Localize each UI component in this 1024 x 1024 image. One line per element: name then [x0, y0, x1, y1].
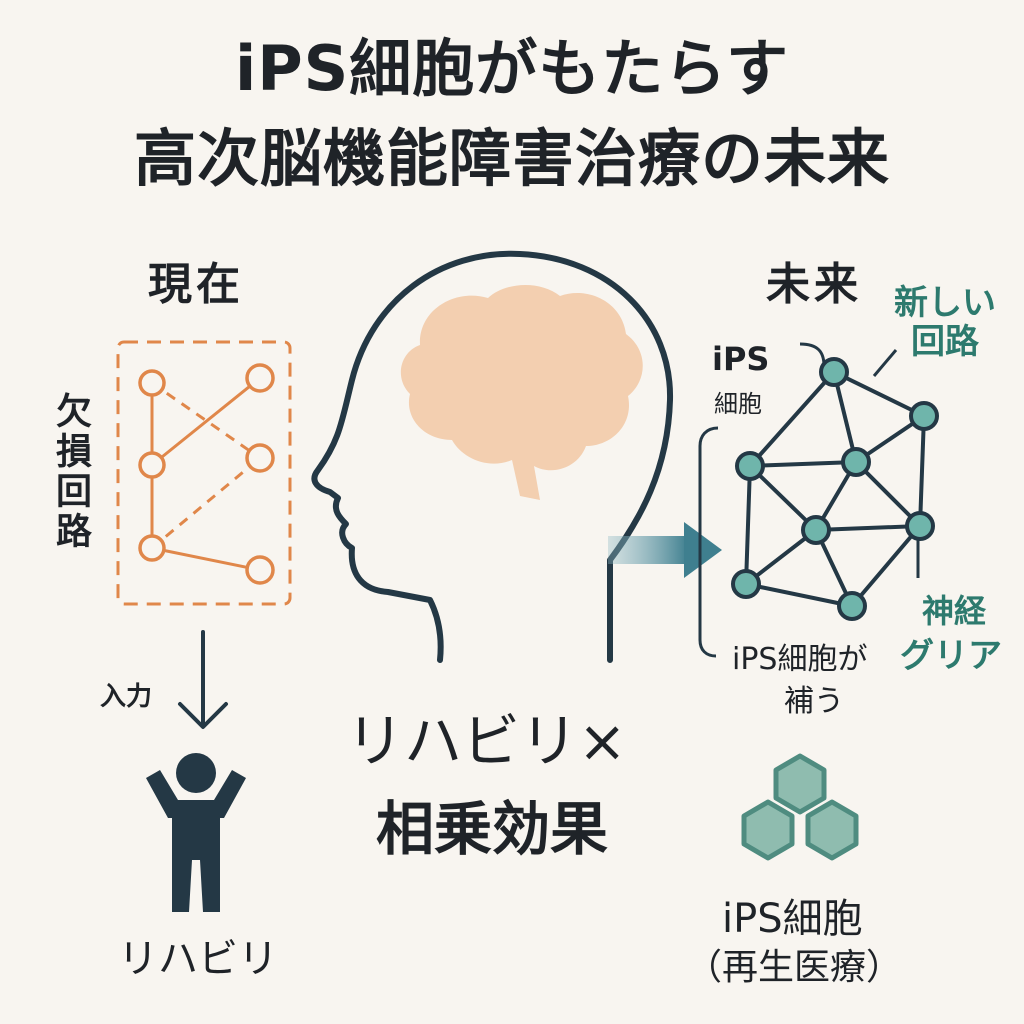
circuit-node [138, 451, 166, 479]
future-bracket [698, 426, 719, 658]
circuit-node [138, 534, 166, 562]
ips-cells-hexagon-icon [741, 753, 859, 861]
network-node [819, 357, 849, 387]
network-node [735, 451, 765, 481]
supplement-label-1: iPS細胞が [732, 642, 868, 677]
circuit-node [138, 369, 166, 397]
present-heading: 現在 [148, 259, 244, 310]
deficit-circuit-label: 欠損回路 [50, 392, 91, 552]
new-circuit-text: 新しい回路 [894, 283, 996, 363]
ips-cell-label-top: iPS [712, 340, 770, 378]
transition-arrow [608, 522, 722, 578]
circuit-node [245, 443, 275, 473]
deficit-circuit [116, 340, 292, 606]
neuro-label: 神経 [922, 592, 987, 630]
page-title-line1: iPS細胞がもたらす [234, 32, 790, 105]
future-heading: 未来 [766, 259, 862, 310]
page-title-line2: 高次脳機能障害治療の未来 [133, 122, 890, 195]
neural-network [731, 357, 939, 621]
new-circuit-label: 新しい回路 [890, 283, 1000, 363]
network-node [801, 515, 831, 545]
new-circuit-pointer [872, 349, 898, 377]
supplement-label-2: 補う [784, 684, 844, 719]
network-node [837, 591, 867, 621]
network-node [731, 569, 761, 599]
person-icon [146, 753, 246, 912]
ips-cell-label-bottom: 細胞 [714, 390, 762, 418]
glia-label: グリア [900, 636, 1002, 676]
head-profile-icon [311, 250, 674, 663]
brain-icon [400, 284, 643, 500]
network-node [909, 401, 939, 431]
rehab-synergy-line1: リハビリ× [346, 707, 627, 775]
network-node [905, 511, 935, 541]
input-arrow [178, 630, 228, 729]
ips-regen-label-2: （再生医療） [686, 947, 903, 988]
ips-regen-label-1: iPS細胞 [722, 896, 863, 942]
network-node [841, 447, 871, 477]
rehab-label: リハビリ [118, 936, 278, 982]
circuit-node [245, 555, 275, 585]
ips-pointer [799, 342, 826, 367]
rehab-synergy-line2: 相乗効果 [376, 795, 609, 863]
circuit-node [245, 363, 275, 393]
input-label: 入力 [100, 682, 153, 712]
